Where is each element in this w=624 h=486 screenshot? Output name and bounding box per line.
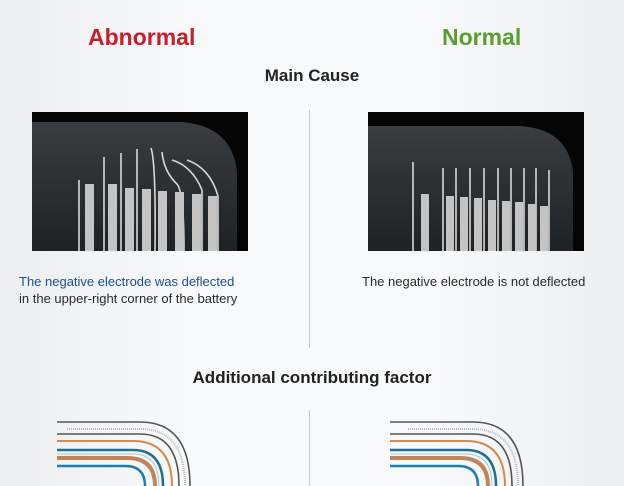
main-cause-heading: Main Cause [264,66,360,85]
normal-caption: The negative electrode is not deflected [362,274,586,289]
abnormal-xray-image [32,112,248,251]
abnormal-heading: Abnormal [88,24,196,50]
abnormal-caption: The negative electrode was deflected in … [19,273,237,307]
center-divider [309,110,310,348]
normal-xray-image [368,112,584,251]
abnormal-caption-line1: The negative electrode was deflected [19,274,235,289]
normal-heading: Normal [442,24,522,50]
additional-factor-heading: Additional contributing factor [192,368,432,387]
normal-layers-diagram [390,421,524,486]
abnormal-layers-diagram [57,421,191,486]
abnormal-caption-line2: in the upper-right corner of the battery [19,291,238,306]
center-divider-lower [309,410,310,486]
